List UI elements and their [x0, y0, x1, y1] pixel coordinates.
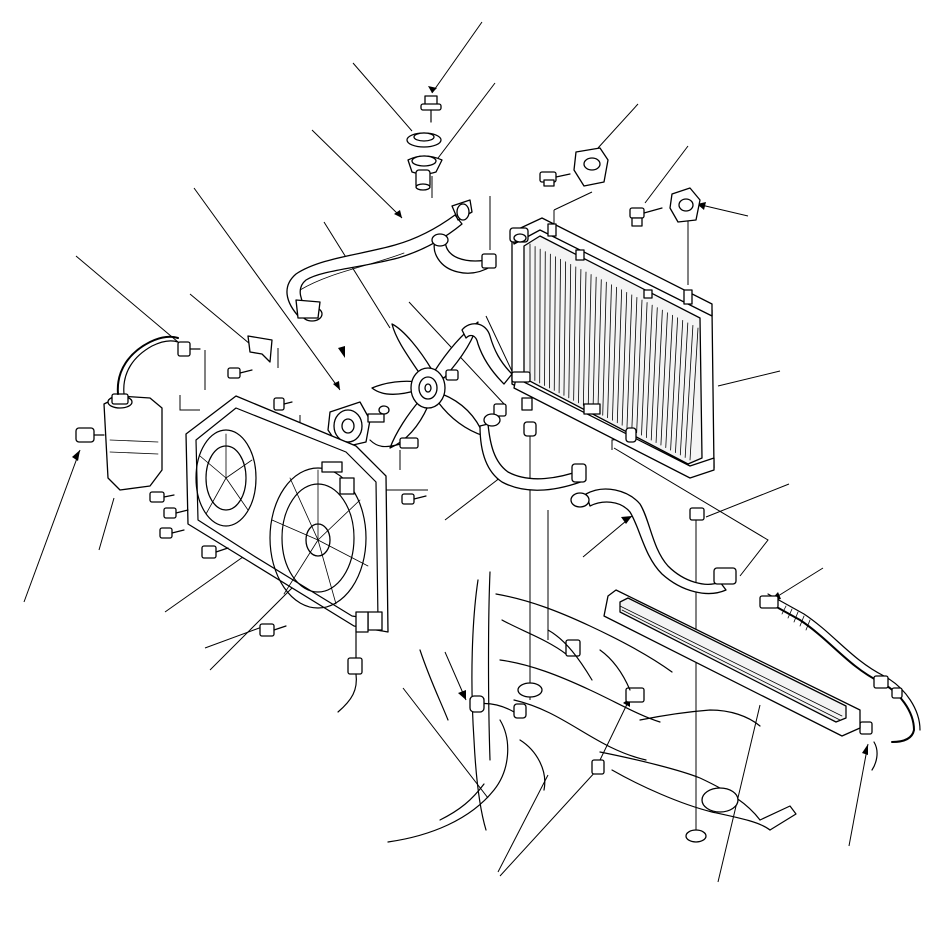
leader-line — [431, 82, 496, 167]
radiator-fin — [675, 319, 684, 453]
leader-arrow — [394, 210, 402, 218]
leader-line — [311, 129, 403, 219]
leader-line — [352, 62, 413, 132]
radiator-fin — [631, 297, 638, 431]
bolt — [201, 545, 229, 559]
radiator-cap — [406, 132, 443, 191]
reference-bracket — [613, 447, 769, 577]
lower-radiator-hose — [479, 413, 737, 595]
radiator-fin — [665, 314, 673, 448]
leader-line — [696, 203, 749, 217]
radiator-fin — [616, 289, 623, 424]
reservoir-hose — [116, 335, 179, 395]
radiator-fin — [645, 304, 653, 439]
leader-arrow — [333, 381, 340, 390]
radiator-fin — [689, 327, 699, 461]
radiator-fin — [607, 284, 612, 419]
leader-arrow — [621, 516, 632, 524]
leader-line — [75, 255, 179, 343]
radiator-fin — [578, 269, 582, 404]
leader-line — [209, 579, 301, 671]
fan-shroud — [185, 395, 389, 713]
radiator-fin — [636, 299, 643, 434]
radiator-fin — [602, 281, 607, 416]
leader-arrow — [862, 744, 868, 755]
transmission-cooler-line — [759, 593, 921, 771]
radiator-fin — [558, 258, 561, 394]
fan-blade — [371, 321, 485, 449]
leader-arrow — [458, 690, 466, 700]
bolt — [149, 491, 175, 503]
upper-radiator-hose — [286, 199, 497, 322]
radiator — [509, 217, 715, 479]
leader-line — [644, 145, 689, 204]
radiator-fin — [650, 307, 658, 441]
leader-line — [717, 370, 781, 387]
radiator-fin — [679, 322, 689, 456]
bracket — [247, 335, 273, 363]
leader-line — [98, 497, 115, 551]
leader-line — [402, 687, 489, 799]
leader-line — [705, 483, 790, 518]
bolt — [177, 341, 201, 357]
radiator-fin — [592, 276, 597, 411]
shroud-bolts — [149, 335, 427, 637]
bolt — [273, 397, 293, 411]
bolt — [163, 507, 189, 519]
radiator-fin — [621, 291, 628, 426]
leader-arrow — [72, 450, 80, 461]
radiator-fin — [612, 286, 617, 421]
bolt — [159, 527, 185, 539]
bolt — [259, 623, 287, 637]
leader-line — [497, 774, 549, 873]
engine-bay-frame — [387, 571, 797, 843]
leader-arrow — [428, 86, 437, 93]
leader-line — [431, 21, 483, 94]
leader-line — [717, 704, 761, 883]
bolt — [401, 493, 427, 505]
bolt — [227, 367, 253, 379]
leader-line — [23, 449, 81, 603]
radiator-fin — [597, 279, 602, 414]
radiator-fin — [573, 266, 577, 401]
radiator-fin — [544, 251, 546, 386]
leader-line — [599, 697, 631, 761]
radiator-fin — [655, 309, 663, 444]
radiator-cap-bolt — [420, 95, 442, 123]
radiator-fin — [582, 271, 587, 406]
shroud-spokes — [199, 433, 369, 605]
radiator-fin — [660, 312, 668, 446]
leader-line — [189, 293, 251, 345]
radiator-fin — [641, 302, 648, 436]
leader-line — [597, 103, 639, 149]
small-coolant-hose — [461, 323, 533, 417]
leader-line — [193, 187, 341, 391]
fan-motor — [327, 369, 459, 449]
leader-line — [323, 221, 391, 329]
radiator-fin — [563, 261, 567, 396]
radiator-fin — [626, 294, 633, 429]
radiator-fin — [587, 274, 592, 409]
leader-arrow — [338, 346, 345, 358]
radiator-fin — [553, 256, 556, 391]
radiator-mount-bracket-upper-right — [629, 187, 701, 227]
radiator-fin — [670, 317, 679, 451]
condenser — [603, 589, 861, 737]
radiator-fin — [684, 325, 694, 458]
cooler-line-ribs — [781, 605, 811, 631]
leader-line — [499, 769, 598, 877]
leader-line — [582, 515, 633, 558]
leader-line — [204, 626, 263, 649]
radiator-fin — [568, 263, 572, 399]
radiator-fin — [548, 253, 551, 389]
coolant-reservoir-tank — [75, 393, 163, 491]
radiator-mount-bracket-upper-left — [539, 147, 609, 187]
leader-line — [848, 743, 869, 847]
leader-line — [444, 473, 506, 521]
leader-line — [164, 551, 251, 613]
reference-bracket — [553, 191, 593, 211]
reference-bracket — [179, 395, 200, 411]
